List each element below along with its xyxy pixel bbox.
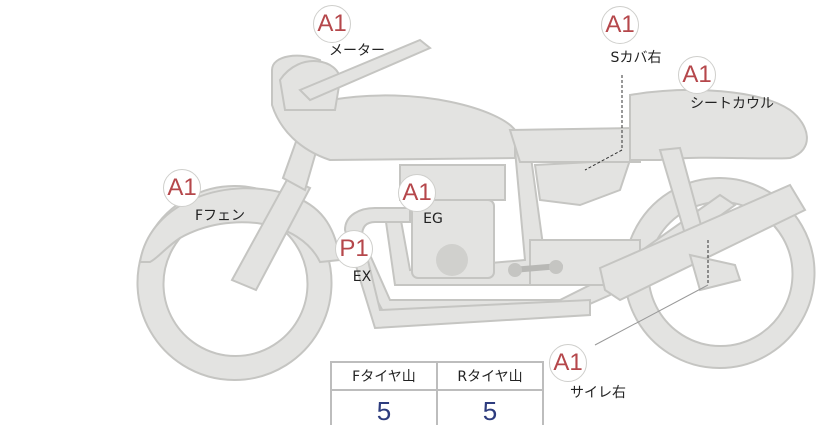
damage-badge[interactable]: A1 xyxy=(398,174,436,212)
damage-badge[interactable]: P1 xyxy=(335,230,373,268)
damage-badge[interactable]: A1 xyxy=(678,56,716,94)
damage-label: シートカウル xyxy=(690,96,774,112)
damage-badge[interactable]: A1 xyxy=(313,5,351,43)
damage-label: EG xyxy=(423,211,443,227)
front-tire-header: Fタイヤ山 xyxy=(330,361,438,391)
damage-label: メーター xyxy=(329,43,385,59)
damage-label: Sカバ右 xyxy=(610,50,662,66)
damage-badge[interactable]: A1 xyxy=(549,344,587,382)
damage-label: サイレ右 xyxy=(570,385,626,401)
damage-label: Fフェン xyxy=(194,208,246,224)
rear-tire-header: Rタイヤ山 xyxy=(436,361,544,391)
damage-badge[interactable]: A1 xyxy=(601,6,639,44)
damage-badge[interactable]: A1 xyxy=(163,169,201,207)
front-tire-value: 5 xyxy=(330,389,438,425)
damage-label: EX xyxy=(352,269,372,285)
rear-tire-value: 5 xyxy=(436,389,544,425)
